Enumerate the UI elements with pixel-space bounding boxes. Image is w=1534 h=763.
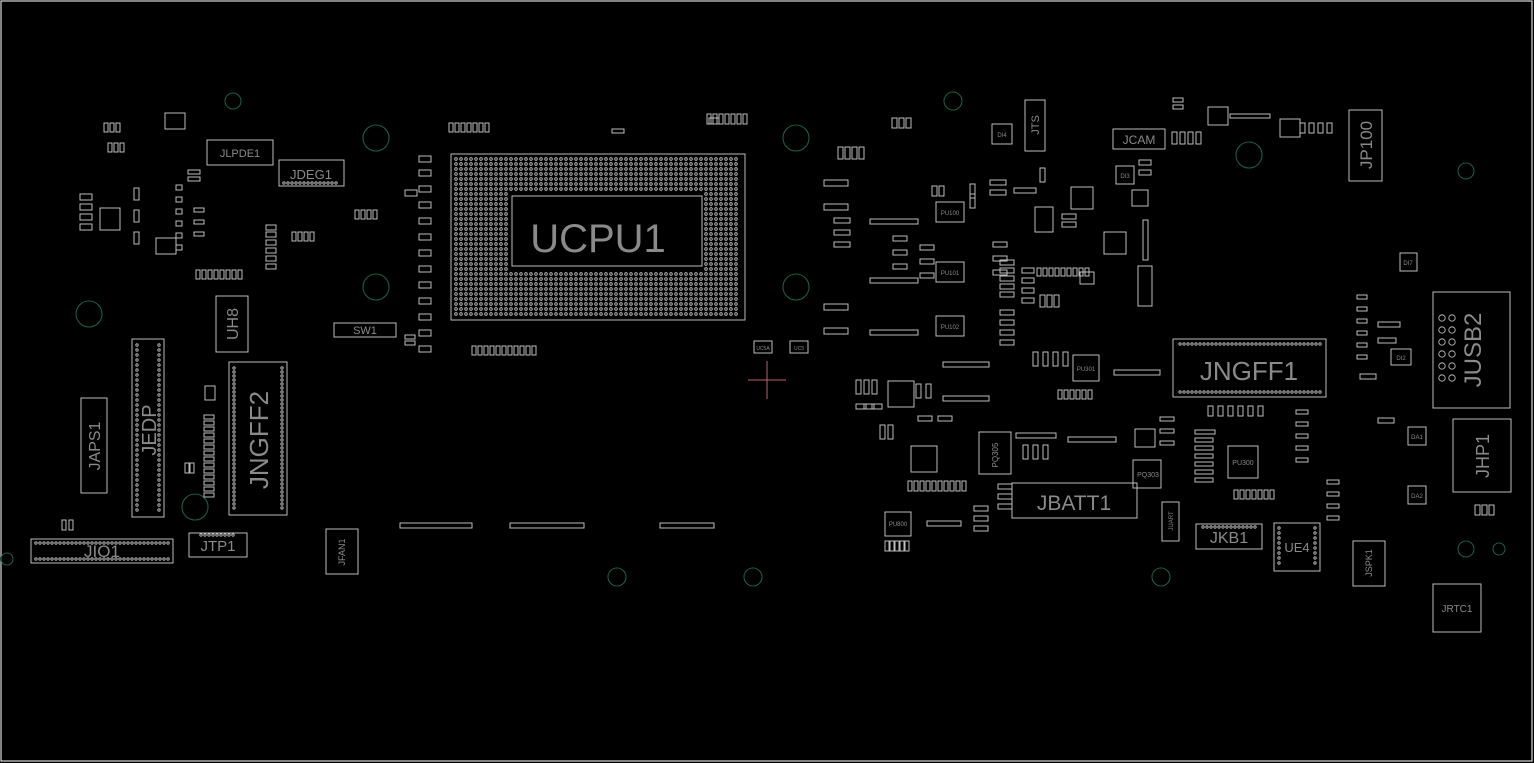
pu100-outline <box>935 201 965 223</box>
ucpu1-outline <box>450 153 746 321</box>
japs1-label: JAPS1 <box>87 421 104 470</box>
jedp-outline <box>131 338 165 518</box>
mounting-holes <box>0 91 1506 587</box>
jp100-label: JP100 <box>1357 121 1376 169</box>
jts-outline <box>1024 99 1046 152</box>
uh8-outline <box>215 295 249 353</box>
uc5a-outline <box>753 340 773 354</box>
pq303-outline <box>1132 459 1162 489</box>
juart-outline <box>1161 501 1180 542</box>
di2-outline <box>1390 348 1412 366</box>
uc5-label: UC5 <box>794 346 804 352</box>
di7-label: DI7 <box>1403 261 1413 267</box>
di3-outline <box>1115 165 1135 185</box>
sw1-outline <box>333 322 397 338</box>
pu301-outline <box>1072 354 1100 382</box>
pu800-label: PU800 <box>889 522 908 528</box>
da2-label: DA2 <box>1411 494 1423 500</box>
jtp1-outline <box>188 532 248 558</box>
da1-label: DA1 <box>1411 435 1423 441</box>
jkb1-label: JKB1 <box>1210 530 1248 547</box>
jrtc1-label: JRTC1 <box>1442 604 1473 615</box>
uc5-outline <box>789 340 809 354</box>
pads-layer <box>34 157 1456 565</box>
jfan1-outline <box>325 528 359 575</box>
da1-outline <box>1407 426 1427 446</box>
japs1-outline <box>80 397 108 494</box>
juart-label: JUART <box>1169 511 1175 531</box>
jbatt1-label: JBATT1 <box>1037 492 1111 515</box>
pq305-label: PQ305 <box>991 442 1000 467</box>
jcam-outline <box>1112 128 1166 150</box>
pq303-label: PQ303 <box>1137 472 1159 479</box>
pq305-outline <box>978 431 1012 475</box>
pu300-label: PU300 <box>1232 460 1254 467</box>
crosshair-cursor-icon <box>748 361 786 399</box>
jio1-label: JIO1 <box>84 542 120 561</box>
pu101-label: PU101 <box>941 271 960 277</box>
jspk1-label: JSPK1 <box>1364 549 1374 577</box>
jngff1-outline <box>1172 338 1327 398</box>
component-labels: UCPU1 JNGFF1 JBATT1 JIO1 JTP1 JKB1 UE4 J… <box>84 115 1493 615</box>
pu100-label: PU100 <box>941 211 960 217</box>
uc5a-label: UC5A <box>756 346 770 352</box>
ue4-outline <box>1273 522 1321 572</box>
sw1-label: SW1 <box>353 325 377 337</box>
da2-outline <box>1407 485 1427 505</box>
di2-label: DI2 <box>1396 356 1406 362</box>
pu300-outline <box>1227 445 1259 479</box>
pu800-outline <box>884 511 912 537</box>
jrtc1-outline <box>1432 583 1482 633</box>
pu102-label: PU102 <box>941 325 960 331</box>
jdeg1-outline <box>278 159 345 187</box>
di4-outline <box>991 123 1013 145</box>
component-outlines <box>30 99 1512 633</box>
jhp1-label: JHP1 <box>1473 434 1493 478</box>
jts-label: JTS <box>1030 115 1042 135</box>
jp100-outline <box>1348 109 1383 182</box>
di4-label: DI4 <box>997 133 1007 139</box>
ue4-label: UE4 <box>1284 540 1309 555</box>
jdeg1-label: JDEG1 <box>290 167 332 182</box>
jkb1-outline <box>1195 523 1263 550</box>
jngff2-label: JNGFF2 <box>244 391 274 489</box>
small-parts-layer <box>61 97 1495 552</box>
jbatt1-outline <box>1011 482 1138 519</box>
di3-label: DI3 <box>1120 174 1130 180</box>
jtp1-label: JTP1 <box>200 538 235 555</box>
pu101-outline <box>935 261 965 283</box>
ucpu1-label: UCPU1 <box>530 217 666 261</box>
di7-outline <box>1399 252 1418 272</box>
jedp-label: JEDP <box>139 404 161 455</box>
jhp1-outline <box>1452 418 1512 493</box>
jspk1-outline <box>1352 540 1386 587</box>
jcam-label: JCAM <box>1123 133 1156 147</box>
jusb2-label: JUSB2 <box>1460 313 1487 388</box>
jngff1-label: JNGFF1 <box>1200 356 1298 386</box>
jlpde1-label: JLPDE1 <box>220 148 260 160</box>
jusb2-outline <box>1432 291 1511 409</box>
jio1-outline <box>30 538 174 564</box>
uh8-label: UH8 <box>225 308 242 340</box>
pu102-outline <box>935 315 965 337</box>
jlpde1-outline <box>206 139 274 166</box>
jngff2-outline <box>228 361 288 516</box>
jfan1-label: JFAN1 <box>337 538 347 565</box>
pu301-label: PU301 <box>1077 367 1096 373</box>
